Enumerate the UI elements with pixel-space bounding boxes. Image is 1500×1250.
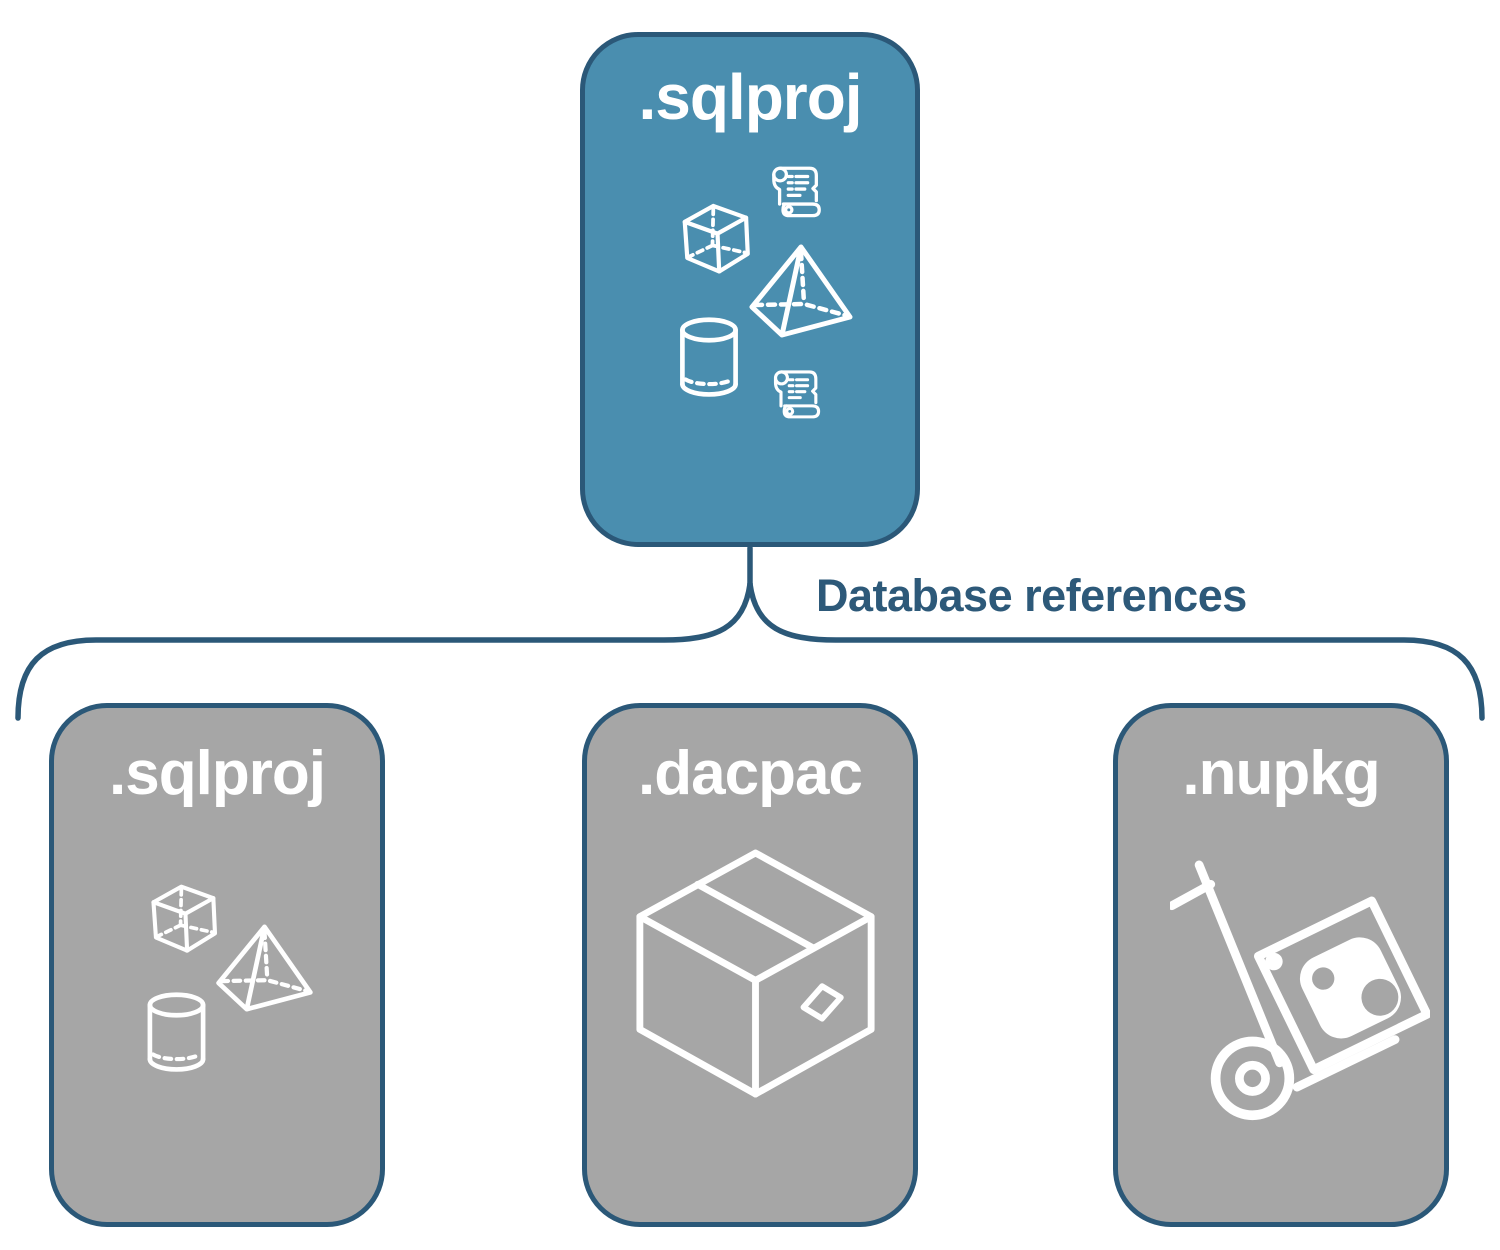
pyramid-icon: [749, 244, 853, 338]
cube-icon: [682, 203, 750, 274]
cube-icon: [151, 884, 218, 953]
package-box-icon: [636, 849, 875, 1098]
scroll-icon: [773, 370, 821, 419]
cylinder-icon: [147, 992, 206, 1072]
node-sqlproj-child: .sqlproj: [49, 703, 385, 1227]
child-node-title: .nupkg: [1182, 739, 1380, 808]
child-node-title: .dacpac: [638, 739, 863, 808]
pyramid-icon: [216, 924, 313, 1012]
scroll-icon: [772, 166, 821, 218]
parent-node-title: .sqlproj: [638, 61, 862, 133]
node-nupkg-child: .nupkg: [1113, 703, 1449, 1227]
node-sqlproj-parent: .sqlproj: [580, 32, 920, 547]
cylinder-icon: [680, 317, 738, 397]
connector-label: Database references: [816, 570, 1247, 621]
brace-connector: [15, 545, 1485, 721]
node-dacpac-child: .dacpac: [582, 703, 918, 1227]
hand-truck-icon: [1170, 860, 1430, 1121]
child-node-title: .sqlproj: [109, 739, 326, 808]
